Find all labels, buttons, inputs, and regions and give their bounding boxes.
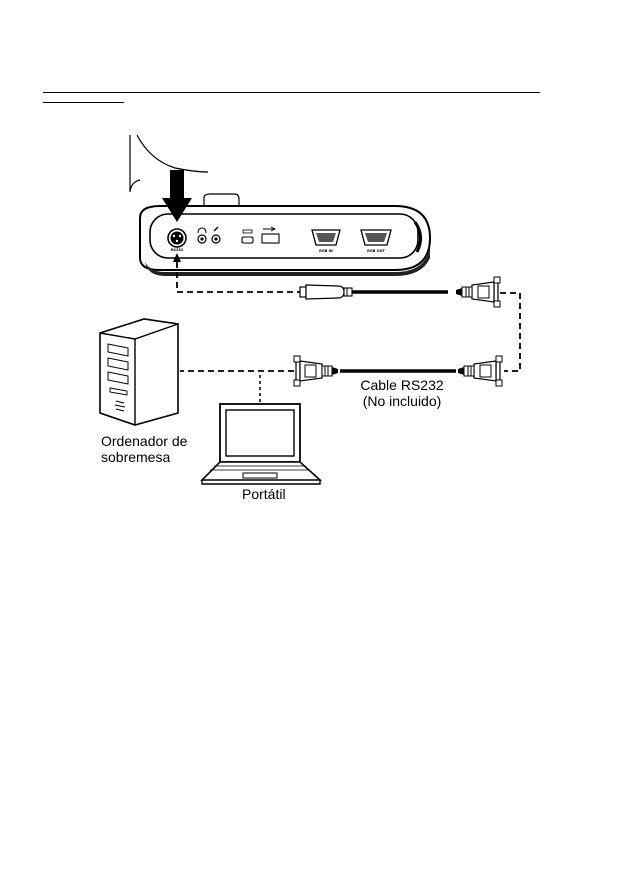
desktop-label-line2: sobremesa	[101, 449, 171, 465]
microphone-icon	[211, 226, 221, 244]
db9-connector-icon	[455, 276, 501, 308]
vga-port-icon: RGB IN	[311, 229, 341, 253]
mini-din-plug-icon	[299, 284, 353, 300]
dashed-link-right	[500, 292, 521, 372]
headphone-icon	[197, 227, 207, 244]
db9-connector-icon	[457, 355, 503, 387]
vga-in-label: RGB IN	[319, 249, 333, 253]
small-up-arrow-icon	[173, 253, 181, 262]
cable-note-label: (No incluido)	[362, 393, 442, 409]
device: RS232 RGB IN	[129, 134, 432, 276]
laptop-icon	[200, 403, 323, 485]
usb-icon	[261, 226, 280, 244]
down-arrow-icon	[162, 170, 192, 222]
vga-port-icon: RGB OUT	[360, 229, 392, 253]
dashed-link-device	[176, 262, 300, 293]
rs232-port-label: RS232	[171, 248, 184, 252]
rs232-port: RS232	[167, 228, 187, 252]
desktop-tower-icon	[99, 318, 179, 426]
header-rule-long	[43, 92, 540, 93]
desktop-label-line1: Ordenador de	[101, 433, 188, 449]
vga-out-label: RGB OUT	[367, 249, 385, 253]
header-rule-short	[43, 102, 124, 103]
laptop-label: Portátil	[242, 486, 286, 502]
db9-connector-icon	[293, 355, 339, 387]
mini-usb-icon	[241, 229, 254, 244]
cable-label: Cable RS232	[360, 377, 444, 393]
